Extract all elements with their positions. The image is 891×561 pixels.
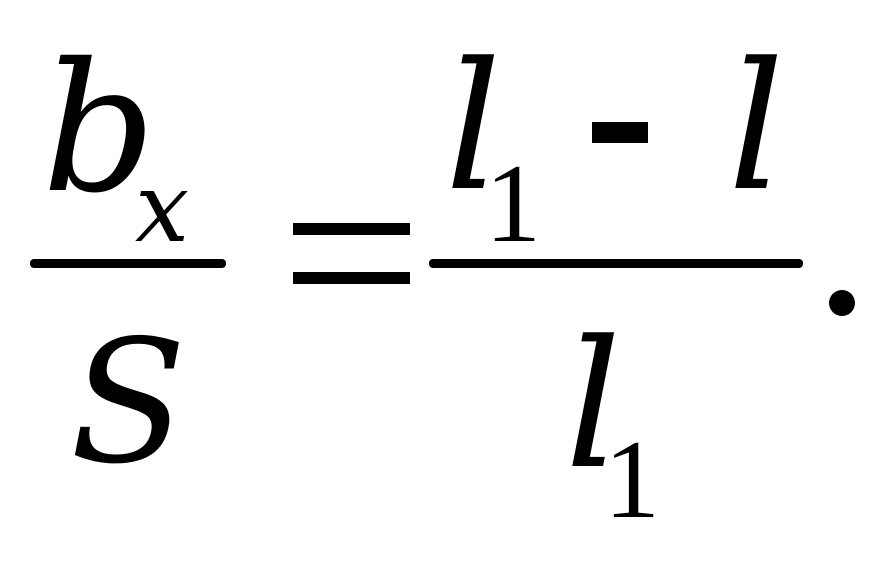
left-fraction-bar: [30, 259, 226, 268]
left-numerator-variable: b: [42, 25, 156, 232]
equals-sign-bottom-bar: [293, 272, 410, 284]
right-numerator-term1: l: [445, 25, 502, 230]
right-fraction-bar: [429, 259, 803, 268]
minus-sign: [592, 122, 648, 143]
left-denominator: S: [70, 304, 187, 502]
period: [829, 290, 855, 316]
right-numerator-term1-subscript: 1: [485, 142, 541, 266]
right-denominator-subscript: 1: [604, 418, 660, 542]
left-numerator-subscript: x: [135, 152, 190, 264]
equals-sign-top-bar: [293, 223, 410, 235]
right-denominator-term: l: [565, 303, 622, 508]
right-numerator-term2: l: [728, 25, 785, 230]
